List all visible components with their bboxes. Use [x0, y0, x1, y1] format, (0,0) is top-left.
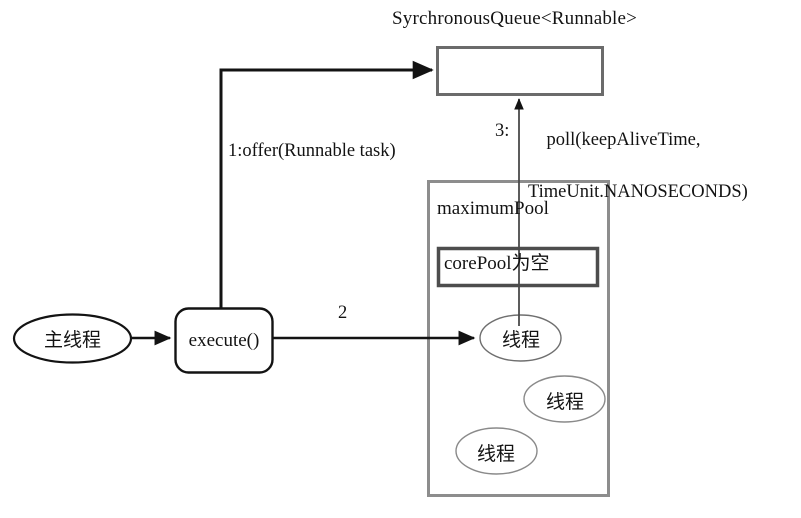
execute-box [174, 307, 274, 374]
thread-ellipse-3 [455, 427, 538, 475]
thread-label-1: 线程 [501, 330, 540, 351]
execute-label: execute() [188, 330, 260, 351]
main-thread-label: 主线程 [43, 330, 101, 351]
synchronous-queue-box [436, 46, 604, 96]
thread-label-2: 线程 [545, 392, 584, 413]
thread-ellipse-1 [479, 314, 562, 362]
offer-edge-label: 1:offer(Runnable task) [228, 141, 396, 161]
queue-title: SyrchronousQueue<Runnable> [392, 8, 638, 29]
poll-label-line2: TimeUnit.NANOSECONDS) [528, 182, 748, 203]
poll-edge-label: poll(keepAliveTime, TimeUnit.NANOSECONDS… [528, 108, 748, 248]
thread-ellipse-2 [523, 375, 606, 423]
offer-arrow [219, 60, 434, 308]
thread-label-3: 线程 [476, 444, 515, 465]
maximum-pool-label: maximumPool [437, 198, 549, 219]
core-pool-box [436, 246, 600, 288]
poll-edge-index: 3: [495, 121, 510, 141]
execute-edge-label: 2 [338, 303, 348, 323]
poll-label-line1: poll(keepAliveTime, [546, 129, 701, 150]
core-pool-label: corePool为空 [444, 253, 550, 274]
